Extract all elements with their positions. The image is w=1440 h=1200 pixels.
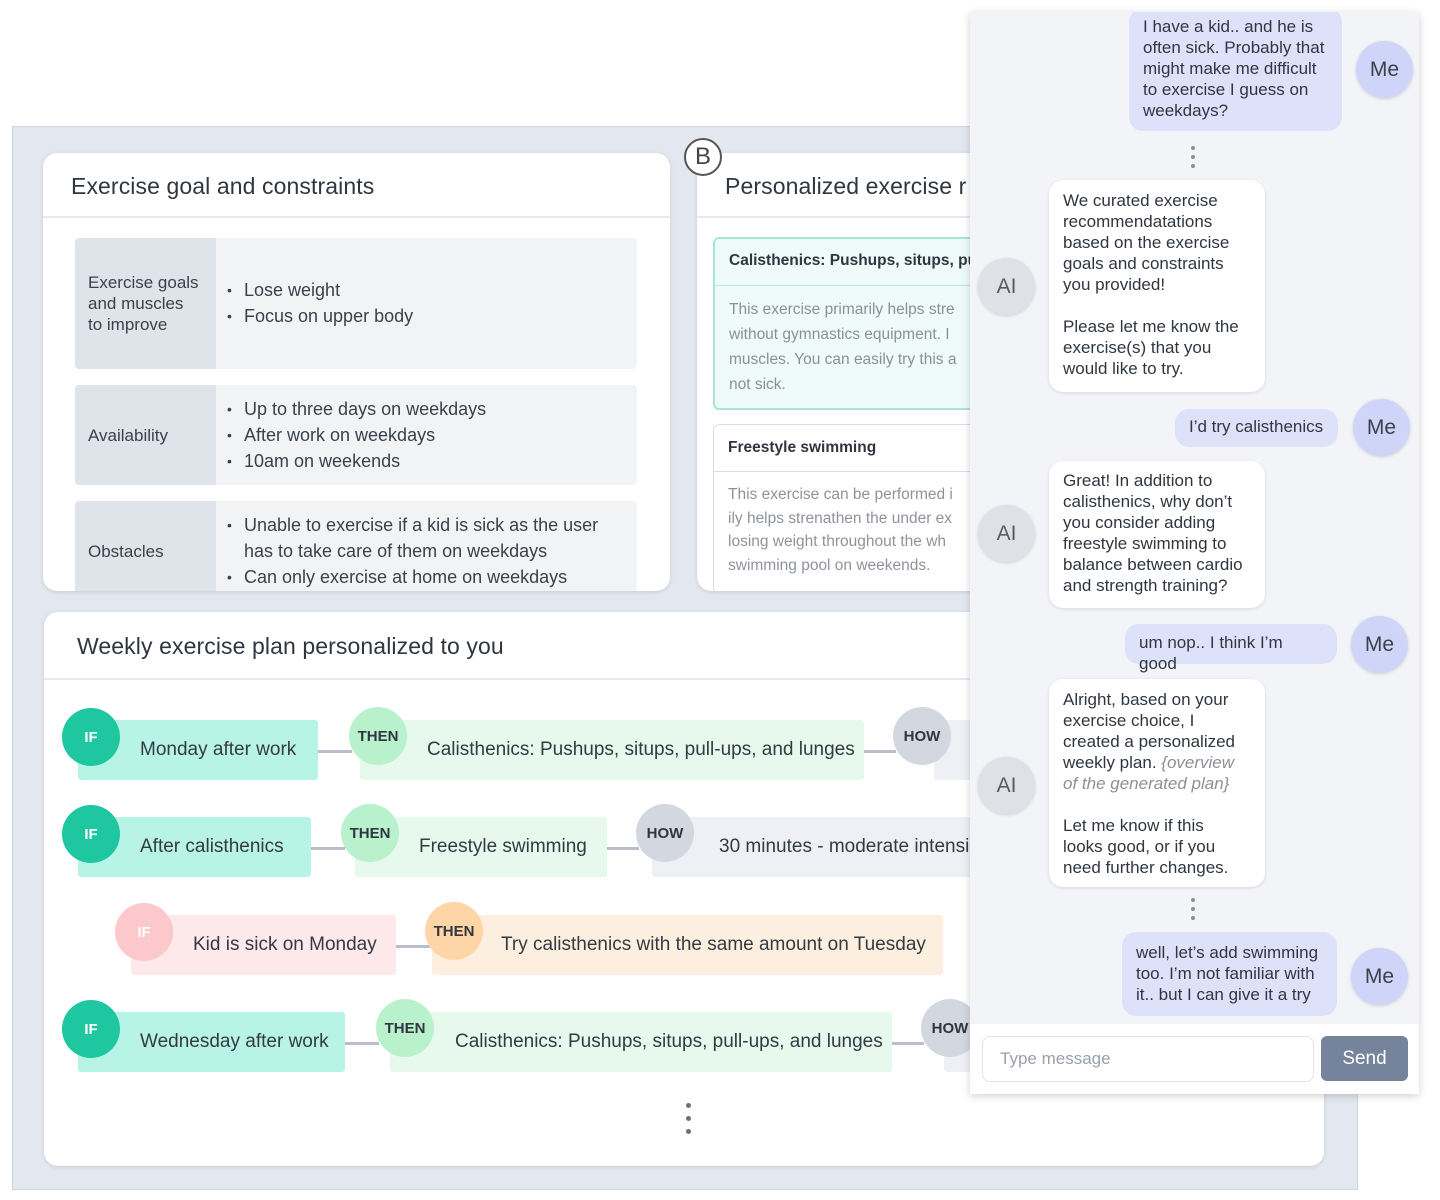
- chat-ellipsis-icon: [1190, 146, 1196, 173]
- constraint-list-availability: Up to three days on weekdays After work …: [227, 396, 486, 474]
- constraint-item: Can only exercise at home on weekdays: [227, 564, 622, 590]
- constraint-row-goals: Exercise goals and muscles to improve Lo…: [75, 238, 637, 369]
- constraint-list-goals: Lose weight Focus on upper body: [227, 277, 413, 329]
- plan-card-title: Weekly exercise plan personalized to you: [77, 633, 504, 659]
- chat-text: Alright, based on your exercise choice, …: [1063, 690, 1236, 772]
- user-avatar: Me: [1353, 399, 1410, 456]
- then-badge: THEN: [341, 804, 399, 862]
- message-input[interactable]: [982, 1036, 1314, 1082]
- rule-then-action: Try calisthenics with the same amount on…: [432, 915, 943, 975]
- send-button[interactable]: Send: [1321, 1036, 1408, 1081]
- recommendation-calisthenics[interactable]: Calisthenics: Pushups, situps, pul This …: [713, 237, 987, 410]
- constraint-row-availability: Availability Up to three days on weekday…: [75, 385, 637, 485]
- ai-avatar: AI: [978, 505, 1035, 562]
- recommendation-divider: [714, 471, 987, 472]
- user-avatar: Me: [1351, 616, 1408, 673]
- recommendation-description: This exercise can be performed i ily hel…: [728, 486, 953, 574]
- more-rules-ellipsis-icon[interactable]: [685, 1103, 691, 1139]
- chat-message-ai: Great! In addition to calisthenics, why …: [1049, 461, 1265, 608]
- rule-connector: [345, 1042, 379, 1045]
- if-badge: IF: [115, 903, 173, 961]
- rule-connector: [864, 750, 896, 753]
- user-avatar: Me: [1356, 41, 1413, 98]
- chat-ellipsis-icon: [1190, 898, 1196, 925]
- rule-if-condition: Monday after work: [78, 720, 318, 780]
- chat-panel: I have a kid.. and he is often sick. Pro…: [970, 12, 1419, 1094]
- exercise-goals-card: Exercise goal and constraints Exercise g…: [43, 153, 670, 591]
- if-badge: IF: [62, 708, 120, 766]
- recommendation-title: Freestyle swimming: [728, 439, 877, 456]
- rule-then-action: Calisthenics: Pushups, situps, pull-ups,…: [360, 720, 864, 780]
- chat-message-user: um nop.. I think I’m good: [1125, 624, 1337, 673]
- chat-input-bar: Send: [970, 1024, 1419, 1094]
- rule-connector: [607, 847, 639, 850]
- ai-avatar: AI: [978, 258, 1035, 315]
- constraint-item: 10am on weekends: [227, 448, 486, 474]
- constraint-row-obstacles: Obstacles Unable to exercise if a kid is…: [75, 501, 637, 591]
- constraint-item: Lose weight: [227, 277, 413, 303]
- chat-text: Let me know if this looks good, or if yo…: [1063, 816, 1229, 877]
- chat-message-user: I have a kid.. and he is often sick. Pro…: [1129, 12, 1342, 131]
- rule-how-detail: 30 minutes - moderate intensi: [652, 817, 1014, 877]
- if-badge: IF: [62, 805, 120, 863]
- recommendation-divider: [715, 285, 987, 286]
- constraint-list-obstacles: Unable to exercise if a kid is sick as t…: [227, 512, 622, 590]
- constraint-item: After work on weekdays: [227, 422, 486, 448]
- then-badge: THEN: [376, 999, 434, 1057]
- how-badge: HOW: [893, 707, 951, 765]
- rule-if-condition: Kid is sick on Monday: [131, 915, 396, 975]
- rule-connector: [396, 945, 430, 948]
- rule-connector: [311, 847, 345, 850]
- panel-b-badge: B: [684, 138, 722, 176]
- recs-card-title: Personalized exercise r: [725, 173, 967, 199]
- how-badge: HOW: [636, 804, 694, 862]
- constraint-label-obstacles: Obstacles: [75, 501, 216, 591]
- then-badge: THEN: [349, 707, 407, 765]
- constraint-label-goals: Exercise goals and muscles to improve: [75, 238, 216, 369]
- constraint-label-availability: Availability: [75, 385, 216, 485]
- rule-connector: [892, 1042, 924, 1045]
- recommendation-description: This exercise primarily helps stre witho…: [729, 301, 957, 393]
- exercise-recommendations-card: Personalized exercise r Calisthenics: Pu…: [697, 153, 987, 591]
- ai-avatar: AI: [978, 757, 1035, 814]
- chat-message-ai: Alright, based on your exercise choice, …: [1049, 679, 1265, 887]
- user-avatar: Me: [1351, 948, 1408, 1005]
- constraint-item: Up to three days on weekdays: [227, 396, 486, 422]
- constraint-item: Focus on upper body: [227, 303, 413, 329]
- chat-message-user: I’d try calisthenics: [1175, 409, 1338, 447]
- recommendation-title: Calisthenics: Pushups, situps, pul: [729, 252, 982, 269]
- rule-then-action: Calisthenics: Pushups, situps, pull-ups,…: [390, 1012, 892, 1072]
- recommendation-swimming[interactable]: Freestyle swimming This exercise can be …: [713, 424, 987, 591]
- plan-card-divider: [44, 678, 1324, 680]
- constraint-item: Unable to exercise if a kid is sick as t…: [227, 512, 622, 564]
- then-badge: THEN: [425, 902, 483, 960]
- rule-if-condition: Wednesday after work: [78, 1012, 345, 1072]
- recs-card-divider: [697, 216, 987, 218]
- how-badge: HOW: [921, 999, 979, 1057]
- rule-connector: [318, 750, 352, 753]
- goals-card-title: Exercise goal and constraints: [71, 173, 375, 199]
- chat-message-user: well, let’s add swimming too. I’m not fa…: [1122, 932, 1337, 1016]
- if-badge: IF: [62, 1000, 120, 1058]
- chat-message-ai: We curated exercise recommendatations ba…: [1049, 180, 1265, 392]
- goals-card-divider: [43, 216, 670, 218]
- plan-overview-placeholder: {overview of the generated plan}: [1063, 753, 1235, 793]
